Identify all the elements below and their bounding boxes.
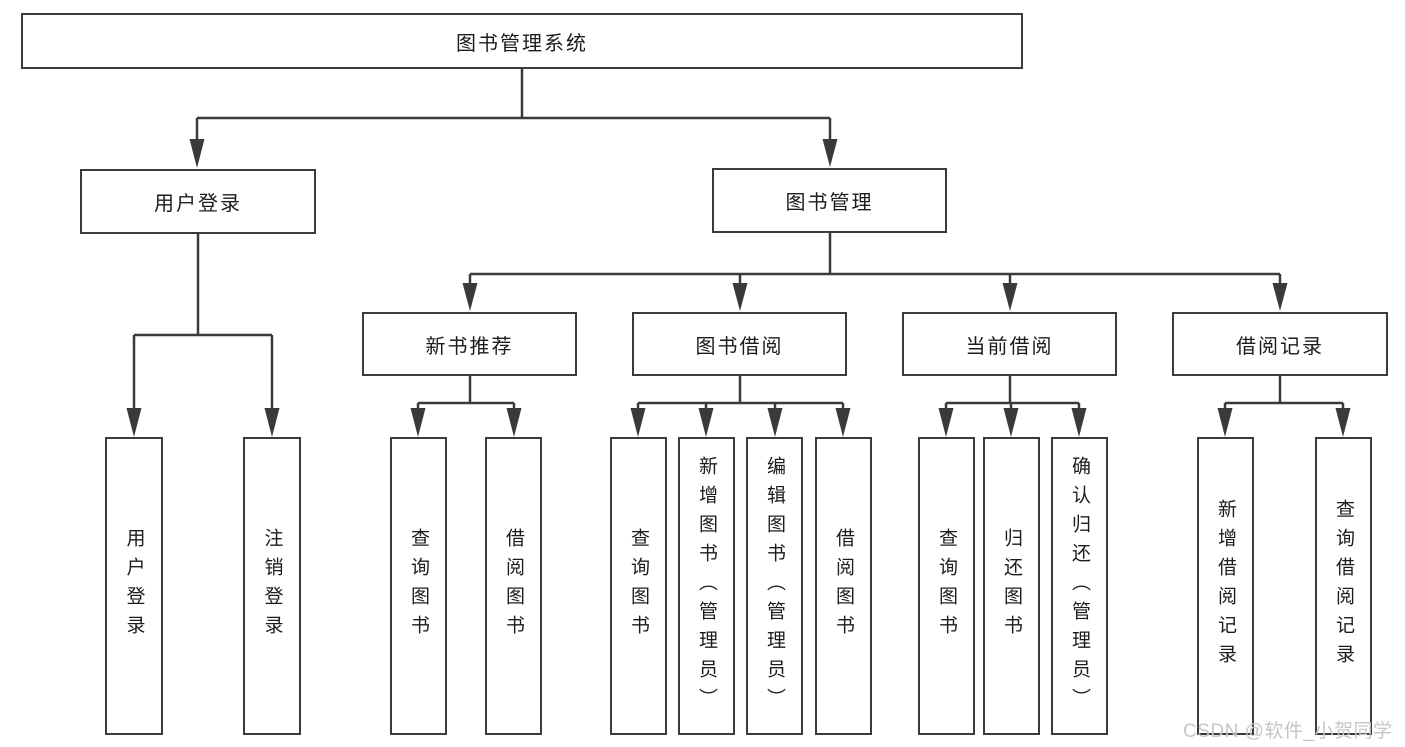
node-book-management: 图书管理 <box>712 168 947 233</box>
node-current-borrow: 当前借阅 <box>902 312 1117 376</box>
leaf-borrow-books: 借阅图书 <box>815 437 872 735</box>
leaf-return-books: 归还图书 <box>983 437 1040 735</box>
node-book-borrow: 图书借阅 <box>632 312 847 376</box>
leaf-query-borrow-record: 查询借阅记录 <box>1315 437 1372 735</box>
watermark: CSDN @软件_小贺同学 <box>1183 721 1393 742</box>
leaf-confirm-return-admin: 确认归还（管理员） <box>1051 437 1108 735</box>
node-user-login: 用户登录 <box>80 169 316 234</box>
leaf-recommend-borrow-books: 借阅图书 <box>485 437 542 735</box>
arrowheads <box>126 139 1351 437</box>
node-book-borrow-label: 图书借阅 <box>695 335 784 358</box>
node-book-management-label: 图书管理 <box>785 192 874 214</box>
node-root: 图书管理系统 <box>21 13 1023 69</box>
node-new-book-recommend-label: 新书推荐 <box>425 335 514 358</box>
node-borrow-records-label: 借阅记录 <box>1236 335 1324 358</box>
leaf-logout-label: 注销登录 <box>261 528 283 644</box>
leaf-recommend-query-books: 查询图书 <box>390 437 447 735</box>
node-root-label: 图书管理系统 <box>456 32 588 55</box>
leaf-add-borrow-record-label: 新增借阅记录 <box>1215 499 1236 673</box>
leaf-add-books-admin: 新增图书（管理员） <box>678 437 735 735</box>
leaf-recommend-query-books-label: 查询图书 <box>408 528 429 644</box>
leaf-edit-books-admin: 编辑图书（管理员） <box>746 437 803 735</box>
leaf-return-books-label: 归还图书 <box>1001 528 1022 644</box>
node-new-book-recommend: 新书推荐 <box>362 312 577 376</box>
node-borrow-records: 借阅记录 <box>1172 312 1388 376</box>
leaf-confirm-return-admin-label: 确认归还（管理员） <box>1069 455 1090 717</box>
leaf-current-query-books: 查询图书 <box>918 437 975 735</box>
leaf-logout: 注销登录 <box>243 437 301 735</box>
node-current-borrow-label: 当前借阅 <box>965 335 1054 358</box>
leaf-user-login-label: 用户登录 <box>123 528 145 644</box>
leaf-borrow-query-books: 查询图书 <box>610 437 667 735</box>
leaf-user-login: 用户登录 <box>105 437 163 735</box>
leaf-add-books-admin-label: 新增图书（管理员） <box>696 455 717 717</box>
leaf-borrow-books-label: 借阅图书 <box>833 528 854 644</box>
leaf-borrow-query-books-label: 查询图书 <box>628 528 649 644</box>
leaf-edit-books-admin-label: 编辑图书（管理员） <box>764 455 785 717</box>
leaf-recommend-borrow-books-label: 借阅图书 <box>503 528 524 644</box>
leaf-add-borrow-record: 新增借阅记录 <box>1197 437 1254 735</box>
node-user-login-label: 用户登录 <box>154 193 242 215</box>
leaf-query-borrow-record-label: 查询借阅记录 <box>1333 499 1354 673</box>
leaf-current-query-books-label: 查询图书 <box>936 528 957 644</box>
